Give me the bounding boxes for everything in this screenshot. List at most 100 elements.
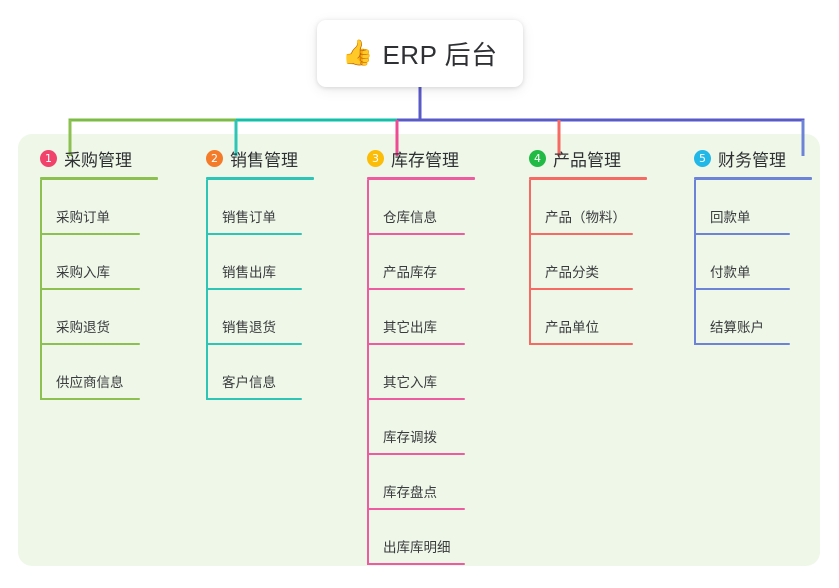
column-underline	[40, 177, 158, 180]
leaf-node-label: 付款单	[710, 265, 751, 280]
column-header-5[interactable]: 5 财务管理	[684, 146, 839, 170]
leaf-node[interactable]: 产品分类	[529, 235, 675, 290]
leaf-node[interactable]: 采购退货	[40, 290, 186, 345]
leaf-node-underline	[529, 233, 633, 235]
leaf-node[interactable]: 付款单	[694, 235, 839, 290]
leaf-node-underline	[40, 343, 140, 345]
column-header-2[interactable]: 2 销售管理	[196, 146, 352, 170]
leaf-node[interactable]: 其它入库	[367, 345, 513, 400]
column-title: 产品管理	[553, 150, 621, 170]
column-header-3[interactable]: 3 库存管理	[357, 146, 513, 170]
column-underline	[206, 177, 314, 180]
leaf-node-underline	[206, 288, 302, 290]
leaf-node-label: 客户信息	[222, 375, 276, 390]
leaf-node[interactable]: 产品（物料）	[529, 180, 675, 235]
leaf-node-underline	[694, 288, 790, 290]
leaf-node[interactable]: 产品单位	[529, 290, 675, 345]
leaf-node-label: 回款单	[710, 210, 751, 225]
root-node[interactable]: 👍 ERP 后台	[317, 20, 523, 87]
leaf-node-label: 仓库信息	[383, 210, 437, 225]
leaf-node-underline	[367, 508, 465, 510]
thumbs-up-icon: 👍	[342, 39, 374, 67]
leaf-node[interactable]: 结算账户	[694, 290, 839, 345]
leaf-node-underline	[694, 233, 790, 235]
leaf-node[interactable]: 销售订单	[206, 180, 352, 235]
leaf-node-underline	[367, 288, 465, 290]
column-items: 仓库信息产品库存其它出库其它入库库存调拨库存盘点出库库明细	[367, 180, 513, 565]
leaf-node-underline	[529, 288, 633, 290]
leaf-node-label: 产品分类	[545, 265, 599, 280]
column-3: 3 库存管理仓库信息产品库存其它出库其它入库库存调拨库存盘点出库库明细	[357, 146, 513, 565]
leaf-node-underline	[367, 343, 465, 345]
leaf-node-label: 其它入库	[383, 375, 437, 390]
leaf-node-label: 库存调拨	[383, 430, 437, 445]
column-number-badge: 1	[40, 149, 57, 167]
leaf-node[interactable]: 出库库明细	[367, 510, 513, 565]
leaf-node-underline	[367, 563, 465, 565]
leaf-node[interactable]: 产品库存	[367, 235, 513, 290]
leaf-node-underline	[206, 398, 302, 400]
leaf-node-underline	[367, 233, 465, 235]
column-number-badge: 3	[367, 149, 384, 167]
leaf-node-label: 采购订单	[56, 210, 110, 225]
column-spine	[367, 180, 369, 565]
leaf-node-label: 采购退货	[56, 320, 110, 335]
column-4: 4 产品管理产品（物料） 产品分类产品单位	[519, 146, 675, 345]
leaf-node-underline	[40, 288, 140, 290]
leaf-node-label: 产品单位	[545, 320, 599, 335]
column-items: 销售订单销售出库销售退货客户信息	[206, 180, 352, 400]
diagram-background-panel	[18, 134, 820, 566]
leaf-node-label: 其它出库	[383, 320, 437, 335]
leaf-node[interactable]: 库存盘点	[367, 455, 513, 510]
leaf-node-underline	[40, 233, 140, 235]
column-number-badge: 5	[694, 149, 711, 167]
column-header-4[interactable]: 4 产品管理	[519, 146, 675, 170]
column-spine	[40, 180, 42, 400]
column-items: 回款单付款单结算账户	[694, 180, 839, 345]
leaf-node[interactable]: 库存调拨	[367, 400, 513, 455]
leaf-node-underline	[206, 343, 302, 345]
column-title: 销售管理	[230, 150, 298, 170]
column-spine	[694, 180, 696, 345]
leaf-node-label: 供应商信息	[56, 375, 124, 390]
leaf-node[interactable]: 仓库信息	[367, 180, 513, 235]
column-title: 财务管理	[718, 150, 786, 170]
leaf-node[interactable]: 采购订单	[40, 180, 186, 235]
column-spine	[206, 180, 208, 400]
column-items: 采购订单采购入库采购退货供应商信息	[40, 180, 186, 400]
leaf-node-label: 产品库存	[383, 265, 437, 280]
leaf-node[interactable]: 销售退货	[206, 290, 352, 345]
column-number-badge: 4	[529, 149, 546, 167]
leaf-node[interactable]: 采购入库	[40, 235, 186, 290]
leaf-node-label: 库存盘点	[383, 485, 437, 500]
leaf-node-underline	[367, 453, 465, 455]
leaf-node[interactable]: 回款单	[694, 180, 839, 235]
leaf-node-underline	[206, 233, 302, 235]
leaf-node[interactable]: 其它出库	[367, 290, 513, 345]
column-underline	[529, 177, 647, 180]
column-2: 2 销售管理销售订单销售出库销售退货客户信息	[196, 146, 352, 400]
leaf-node-underline	[529, 343, 633, 345]
leaf-node-label: 销售订单	[222, 210, 276, 225]
leaf-node-label: 出库库明细	[383, 540, 451, 555]
column-underline	[367, 177, 475, 180]
column-items: 产品（物料） 产品分类产品单位	[529, 180, 675, 345]
leaf-node-label: 销售出库	[222, 265, 276, 280]
leaf-node-underline	[367, 398, 465, 400]
leaf-node-label: 销售退货	[222, 320, 276, 335]
leaf-node-label: 产品（物料）	[545, 210, 626, 225]
leaf-node-underline	[694, 343, 790, 345]
column-title: 库存管理	[391, 150, 459, 170]
column-number-badge: 2	[206, 149, 223, 167]
column-underline	[694, 177, 812, 180]
leaf-node[interactable]: 销售出库	[206, 235, 352, 290]
leaf-node[interactable]: 客户信息	[206, 345, 352, 400]
leaf-node-label: 采购入库	[56, 265, 110, 280]
column-5: 5 财务管理回款单付款单结算账户	[684, 146, 839, 345]
column-spine	[529, 180, 531, 345]
leaf-node[interactable]: 供应商信息	[40, 345, 186, 400]
root-title: ERP 后台	[382, 40, 498, 70]
